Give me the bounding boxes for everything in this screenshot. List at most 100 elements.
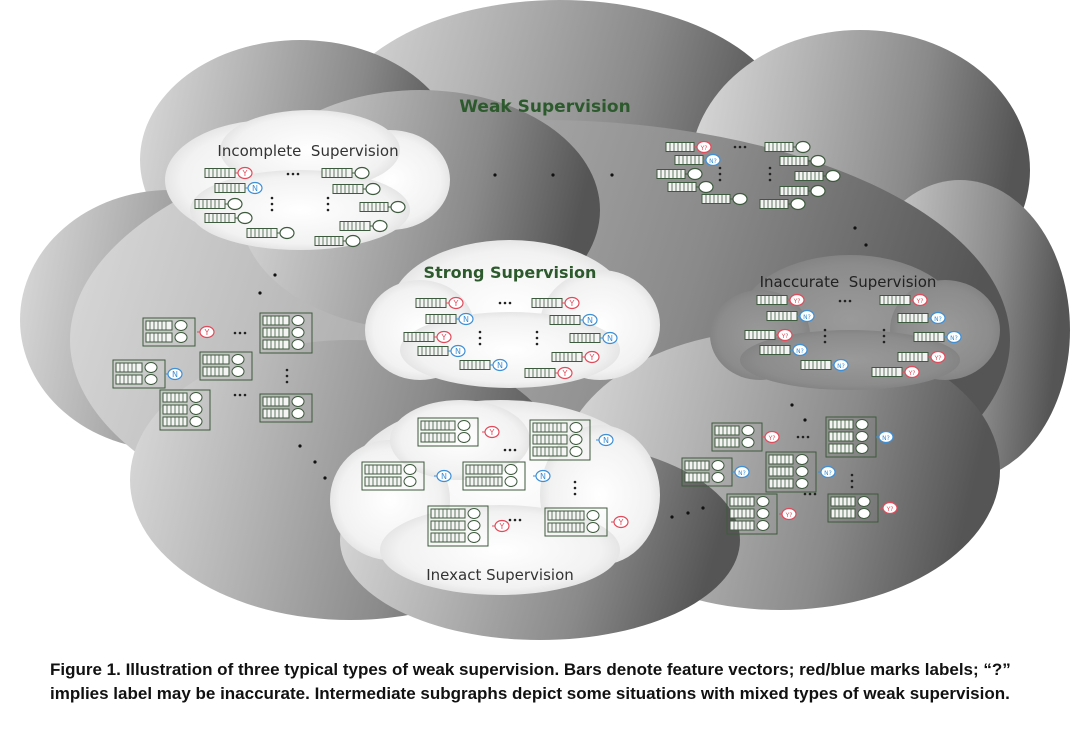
label-text: Y?	[781, 333, 789, 340]
label-text: N	[463, 315, 469, 324]
feature-vector	[830, 508, 856, 519]
bag	[726, 493, 778, 535]
label-node	[225, 197, 243, 211]
feature-vector	[417, 346, 449, 356]
ellipsis-dot	[270, 196, 274, 200]
label-node: N	[456, 312, 474, 326]
ellipsis-dot	[573, 486, 577, 490]
ellipsis-dot	[733, 145, 737, 149]
label-text: Y	[499, 522, 505, 531]
label-text: Y	[453, 299, 459, 308]
label-node: Y?	[902, 365, 920, 379]
label-text: Y	[489, 428, 495, 437]
feature-vector	[764, 142, 794, 152]
bag	[765, 451, 817, 493]
feature-vector	[714, 425, 740, 436]
ellipsis-dot	[850, 479, 854, 483]
feature-vector	[430, 508, 466, 519]
label-node: Y	[197, 325, 215, 339]
ellipsis-dot	[503, 301, 507, 305]
label-node: N?	[876, 430, 894, 444]
feature-vector	[420, 420, 456, 431]
ellipsis-dot	[796, 435, 800, 439]
label-text: Y	[589, 353, 595, 362]
label-node	[277, 226, 295, 240]
label-node: Y?	[762, 430, 780, 444]
label-text: N?	[950, 335, 958, 342]
ellipsis-dot	[326, 202, 330, 206]
feature-vector	[314, 236, 344, 246]
feature-vector	[897, 352, 929, 362]
label-node: N	[580, 313, 598, 327]
label-text: Y?	[886, 506, 894, 513]
path-dot	[323, 476, 327, 480]
bag	[544, 507, 608, 537]
diagram-title: Weak Supervision	[459, 97, 630, 117]
feature-vector	[332, 184, 364, 194]
feature-vector	[768, 454, 794, 465]
feature-vector	[420, 432, 456, 443]
feature-vector	[897, 313, 929, 323]
feature-vector	[145, 332, 173, 343]
bag	[361, 461, 425, 491]
feature-vector	[204, 168, 236, 178]
label-node: N	[448, 344, 466, 358]
feature-vector	[214, 183, 246, 193]
path-dot	[853, 226, 857, 230]
bag	[427, 505, 489, 547]
ellipsis-dot	[508, 301, 512, 305]
label-node: N	[165, 367, 183, 381]
ellipsis-dot	[270, 208, 274, 212]
label-node: N	[596, 433, 614, 447]
ellipsis-dot	[238, 393, 242, 397]
path-dot	[298, 444, 302, 448]
feature-vector	[729, 496, 755, 507]
label-text: N?	[709, 158, 717, 165]
bag	[681, 457, 733, 487]
label-node: N?	[703, 153, 721, 167]
label-node: N?	[790, 343, 808, 357]
label-node: N	[434, 469, 452, 483]
feature-vector	[194, 199, 226, 209]
ellipsis-dot	[743, 145, 747, 149]
feature-vector	[162, 404, 188, 415]
label-text: Y?	[908, 370, 916, 377]
ellipsis-dot	[478, 342, 482, 346]
ellipsis-dot	[768, 166, 772, 170]
feature-vector	[364, 476, 402, 487]
feature-vector	[321, 168, 353, 178]
ellipsis-dot	[823, 340, 827, 344]
ellipsis-dot	[823, 328, 827, 332]
path-dot	[258, 291, 262, 295]
ellipsis-dot	[801, 435, 805, 439]
feature-vector	[756, 295, 788, 305]
ellipsis-dot	[296, 172, 300, 176]
label-text: Y	[618, 518, 624, 527]
label-text: N?	[934, 316, 942, 323]
feature-vector	[701, 194, 731, 204]
feature-vector	[430, 520, 466, 531]
label-text: N	[441, 472, 447, 481]
ellipsis-dot	[823, 334, 827, 338]
label-text: Y?	[785, 512, 793, 519]
feature-vector	[714, 437, 740, 448]
ellipsis-dot	[508, 518, 512, 522]
ellipsis-dot	[498, 301, 502, 305]
ellipsis-dot	[718, 172, 722, 176]
label-text: N	[587, 316, 593, 325]
ellipsis-dot	[768, 178, 772, 182]
path-dot	[313, 460, 317, 464]
label-node: N?	[944, 330, 962, 344]
label-text: N?	[796, 348, 804, 355]
path-dot	[864, 243, 868, 247]
label-node	[823, 169, 841, 183]
feature-vector	[569, 333, 601, 343]
inaccurate-title: Inaccurate Supervision	[760, 273, 937, 291]
label-text: N	[497, 361, 503, 370]
ellipsis-dot	[243, 393, 247, 397]
feature-vector	[744, 330, 776, 340]
label-node: Y?	[910, 293, 928, 307]
feature-vector	[667, 182, 697, 192]
label-node: Y	[555, 366, 573, 380]
